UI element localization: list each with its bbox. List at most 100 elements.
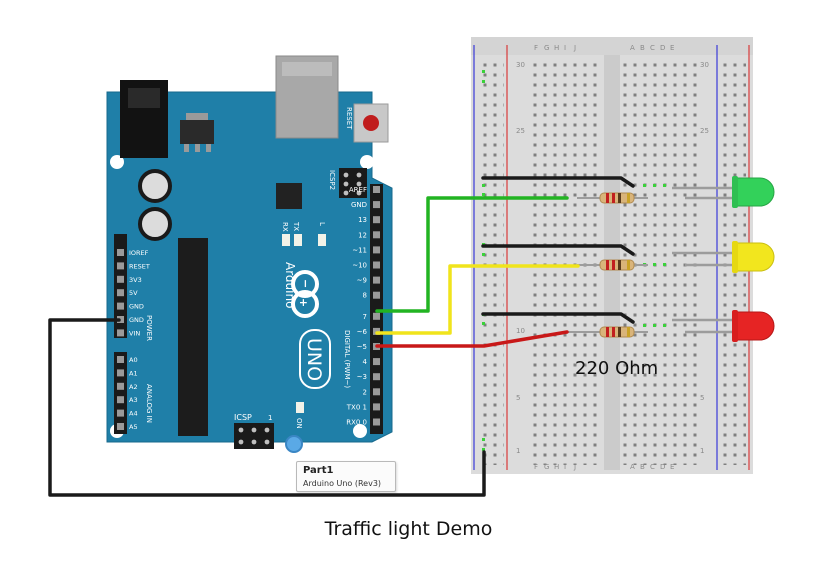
digital-pin-hole[interactable]: [373, 291, 380, 299]
microcontroller-chip: [178, 238, 208, 436]
mount-hole-icon: [360, 155, 374, 169]
digital-pin-label: ~6: [357, 328, 368, 336]
digital-pin-label: 13: [358, 216, 367, 224]
digital-pin-hole[interactable]: [373, 186, 380, 193]
digital-label: DIGITAL (PWM~): [343, 330, 351, 388]
col-letter-e-bottom: E: [670, 463, 674, 471]
col-letter-a: A: [630, 44, 635, 52]
icsp2-header: [339, 168, 367, 198]
led-green[interactable]: [672, 176, 775, 208]
digital-pin-label: ~3: [357, 373, 367, 381]
digital-pin-hole[interactable]: [373, 246, 380, 254]
col-letter-d: D: [660, 44, 665, 52]
digital-pin-hole[interactable]: [373, 418, 380, 426]
digital-pin-hole[interactable]: [373, 261, 380, 269]
part-tooltip: Part1 Arduino Uno (Rev3): [296, 461, 396, 492]
power-pin-hole[interactable]: [117, 289, 124, 297]
digital-pin-label: GND: [351, 201, 367, 209]
icsp-header: [234, 423, 274, 449]
col-letter-f: F: [534, 44, 538, 52]
digital-pin-hole[interactable]: [373, 403, 380, 411]
resistor-1[interactable]: [577, 192, 648, 204]
led-red[interactable]: [672, 310, 775, 342]
power-pin-label: RESET: [129, 262, 150, 270]
capacitor-icon: [138, 169, 172, 203]
left-power-rail: [478, 60, 504, 465]
power-label: POWER: [145, 315, 153, 341]
analog-pin-hole[interactable]: [117, 382, 124, 390]
analog-label: ANALOG IN: [145, 384, 153, 423]
digital-pin-hole[interactable]: [373, 373, 380, 381]
row-number-30: 30: [516, 61, 525, 69]
wire-ground-1[interactable]: [481, 176, 635, 188]
digital-pin-label: 12: [358, 231, 367, 239]
power-pin-hole[interactable]: [117, 262, 124, 270]
row-number-30-right: 30: [700, 61, 709, 69]
analog-pin-hole[interactable]: [117, 356, 124, 363]
arduino-logo: + −: [291, 270, 319, 318]
part-anchor-icon[interactable]: [285, 435, 303, 453]
analog-pin-label: A3: [129, 396, 138, 404]
power-pin-label: GND: [129, 316, 144, 324]
digital-pin-hole[interactable]: [373, 276, 380, 284]
wire-ground-2[interactable]: [481, 244, 635, 256]
wires: [48, 176, 635, 497]
col-letter-f-bottom: F: [534, 463, 538, 471]
row-number-1-right: 1: [700, 447, 704, 455]
analog-pin-hole[interactable]: [117, 369, 124, 377]
arduino-uno-board[interactable]: RESET ICSP2 TX RX L + − Arduino UNO: [106, 55, 393, 449]
mount-hole-icon: [110, 155, 124, 169]
power-pin-hole[interactable]: [117, 275, 124, 283]
resistor-3[interactable]: [568, 326, 648, 338]
col-letter-b-bottom: B: [640, 463, 645, 471]
terminal-strip-left: [527, 60, 603, 465]
analog-pin-label: A4: [129, 410, 138, 418]
power-pin-hole[interactable]: [117, 249, 124, 256]
on-label: ON: [295, 418, 303, 429]
tx-led-icon: [282, 234, 290, 246]
analog-pin-hole[interactable]: [117, 423, 124, 430]
digital-pin-label: ~9: [357, 277, 367, 285]
digital-pin-hole[interactable]: [373, 216, 380, 224]
wire-ground-3[interactable]: [481, 312, 635, 324]
digital-pin-hole[interactable]: [373, 201, 380, 209]
digital-pin-label: TX0 1: [346, 403, 367, 411]
led-yellow[interactable]: [672, 241, 775, 273]
col-letter-g: G: [544, 44, 549, 52]
power-pin-label: GND: [129, 303, 144, 311]
analog-pin-hole[interactable]: [117, 409, 124, 417]
reset-button-cap-icon[interactable]: [363, 115, 379, 131]
l-led-icon: [318, 234, 326, 246]
digital-pin-hole[interactable]: [373, 388, 380, 396]
col-letter-h: H: [554, 44, 559, 52]
rx-led-icon: [294, 234, 302, 246]
digital-pin-label: ~10: [352, 262, 367, 270]
wire-pin7-yellow[interactable]: [375, 264, 580, 335]
digital-pin-hole[interactable]: [373, 312, 380, 320]
voltage-regulator: [180, 120, 214, 144]
digital-pin-hole[interactable]: [373, 231, 380, 239]
analog-pin-label: A5: [129, 423, 138, 431]
svg-text:+: +: [297, 298, 310, 307]
brand-label: Arduino: [283, 262, 297, 308]
on-led-icon: [296, 402, 304, 413]
usb-chip: [276, 183, 302, 209]
analog-pin-hole[interactable]: [117, 396, 124, 404]
digital-pin-label: ~11: [352, 246, 367, 254]
capacitor-icon: [138, 207, 172, 241]
digital-pin-hole[interactable]: [373, 358, 380, 366]
power-pin-hole[interactable]: [117, 329, 124, 337]
diagram-caption: Traffic light Demo: [324, 518, 493, 540]
col-letter-j-bottom: J: [573, 463, 576, 471]
col-letter-j: J: [573, 44, 576, 52]
wire-pin6-red[interactable]: [375, 330, 569, 348]
wire-gnd-main[interactable]: [48, 318, 486, 497]
resistor-2[interactable]: [577, 259, 648, 271]
reset-label: RESET: [345, 107, 353, 130]
wire-pin8-green[interactable]: [375, 196, 569, 313]
col-letter-h-bottom: H: [554, 463, 559, 471]
mount-hole-icon: [353, 424, 367, 438]
power-pin-hole[interactable]: [117, 302, 124, 310]
l-label: L: [318, 222, 326, 226]
digital-pin-label: RX0 0: [346, 419, 367, 427]
